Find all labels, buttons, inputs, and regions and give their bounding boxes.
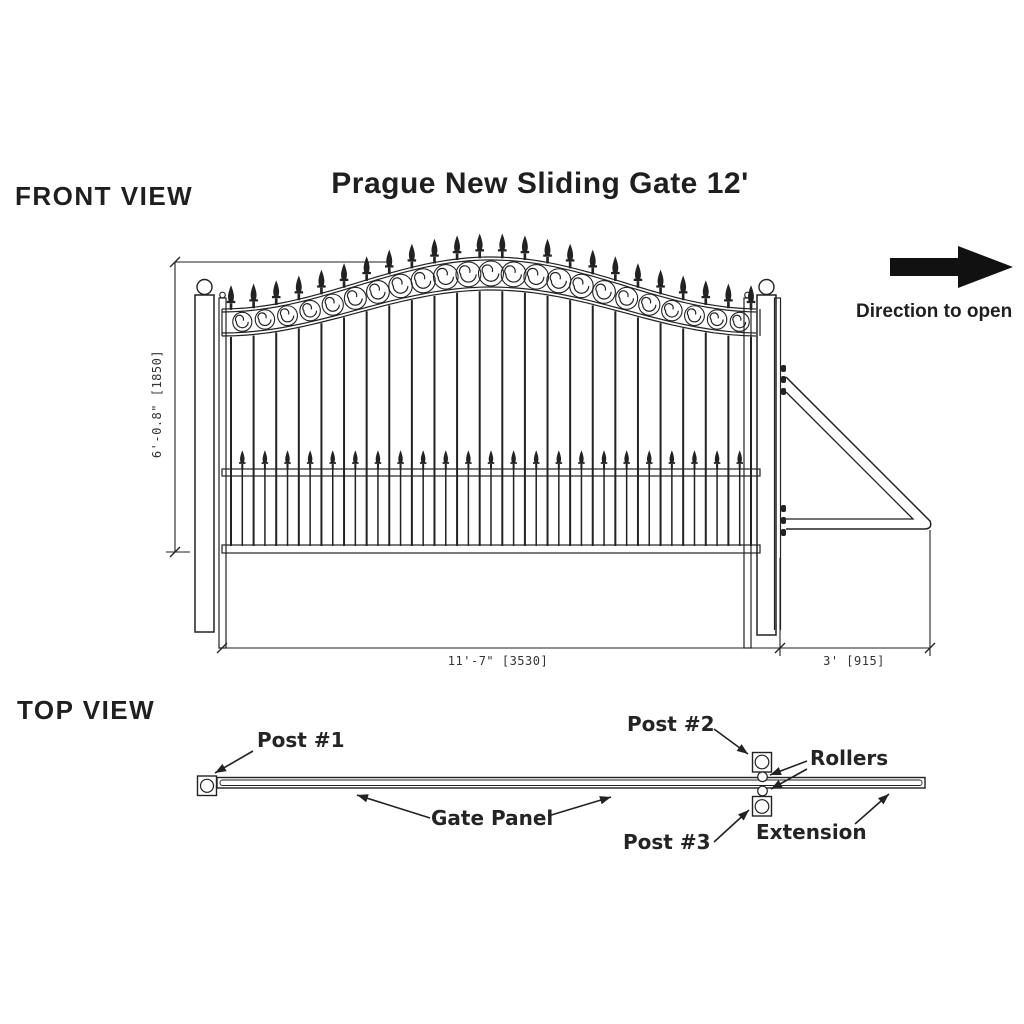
dimension-lines (166, 256, 936, 656)
extension-dimension-label: 3' [915] (823, 654, 885, 668)
top-view (196, 728, 926, 843)
page-title: Prague New Sliding Gate 12' (331, 167, 749, 200)
gate-panel-label: Gate Panel (431, 806, 554, 830)
lower-pickets (241, 469, 741, 546)
roller-markers (757, 771, 768, 797)
mid-finials (239, 450, 743, 469)
width-dimension-label: 11'-7" [3530] (447, 654, 549, 668)
label-arrows (214, 728, 890, 843)
post2-marker (751, 751, 773, 773)
direction-arrow (890, 246, 1013, 288)
arch-scroll-band (221, 256, 761, 337)
upper-pickets (230, 291, 752, 546)
top-view-label: TOP VIEW (17, 695, 156, 725)
post2-label: Post #2 (627, 712, 715, 736)
extension-label: Extension (756, 820, 867, 844)
arch-finials (226, 233, 756, 310)
scroll-circles (232, 260, 750, 332)
front-view-label: FRONT VIEW (15, 181, 194, 211)
gate-posts (194, 278, 777, 636)
rollers-label: Rollers (810, 746, 889, 770)
bottom-rail (221, 544, 761, 554)
front-view (166, 233, 1013, 656)
post1-label: Post #1 (257, 728, 345, 752)
gate-panel-bar (216, 776, 926, 789)
height-dimension-label: 6'-0.8" [1850] (150, 349, 164, 459)
post1-marker (196, 775, 218, 797)
extension-triangle (785, 376, 932, 530)
post3-label: Post #3 (623, 830, 711, 854)
post3-marker (751, 795, 773, 817)
direction-to-open-label: Direction to open (856, 301, 1013, 322)
